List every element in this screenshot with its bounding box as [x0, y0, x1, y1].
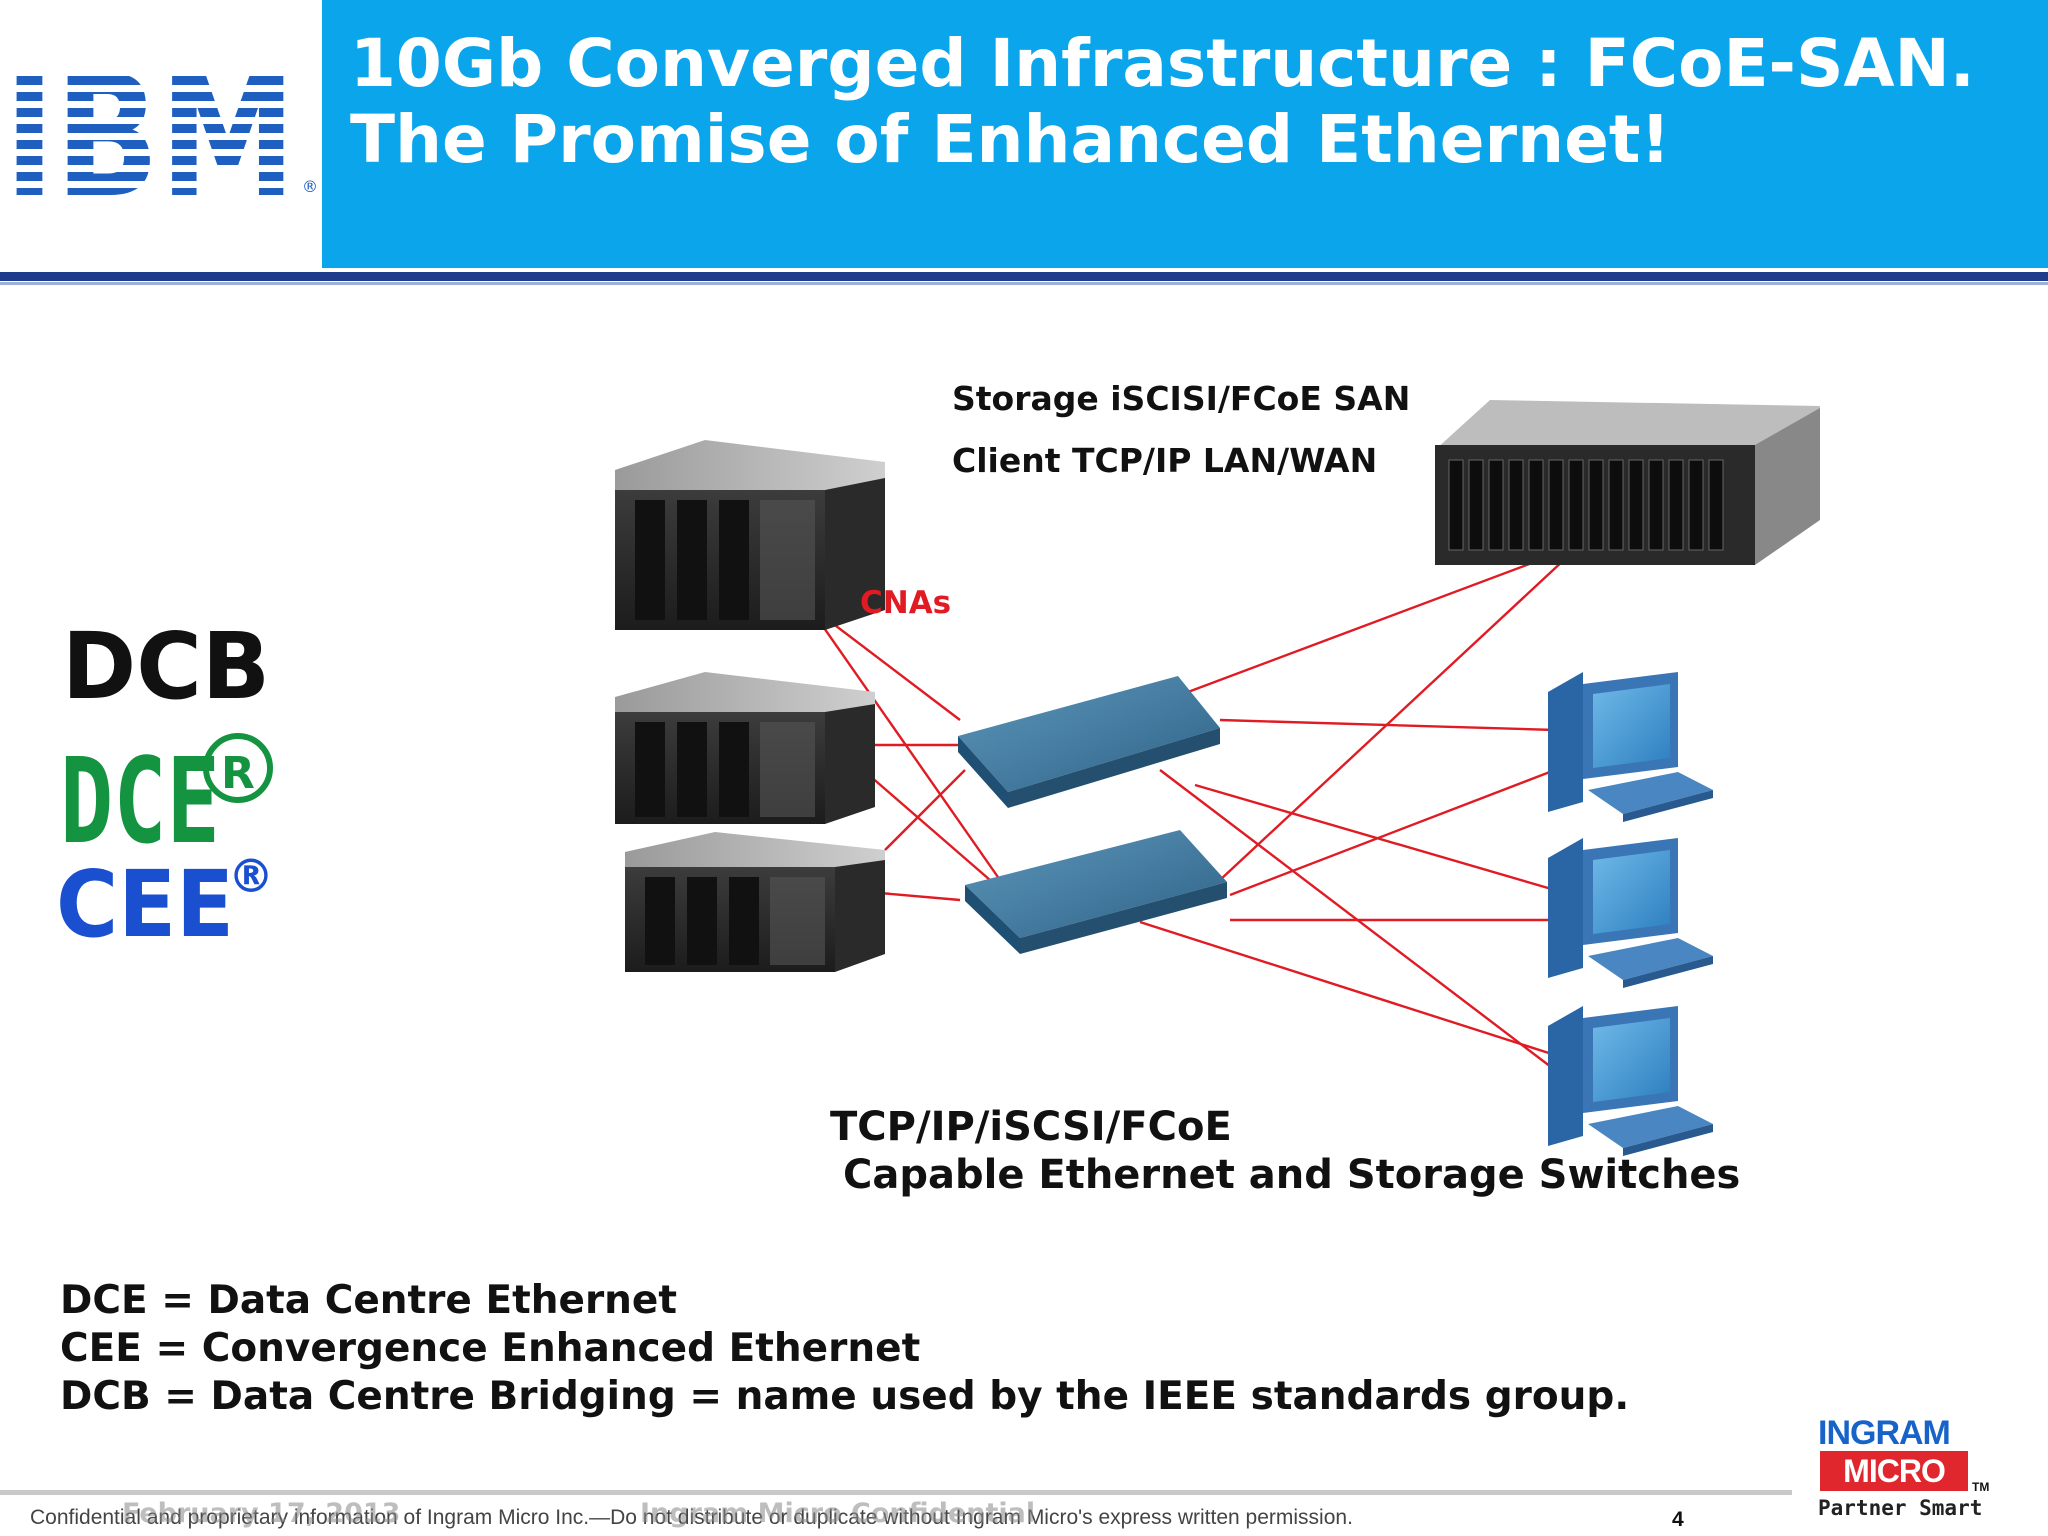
dce-registered-symbol: R — [221, 748, 255, 799]
link — [879, 891, 961, 902]
ingram-logo-tagline: Partner Smart — [1818, 1496, 1983, 1520]
server — [625, 832, 885, 972]
cna-label: CNAs — [860, 585, 951, 621]
page-title: 10Gb Converged Infrastructure : FCoE-SAN… — [350, 25, 1975, 178]
link — [1229, 768, 1556, 897]
footer-watermark: Ingram Micro Confidential — [640, 1498, 1036, 1529]
definition-dcb: DCB = Data Centre Bridging = name used b… — [60, 1374, 1630, 1419]
definition-cee: CEE = Convergence Enhanced Ethernet — [60, 1326, 921, 1371]
ingram-logo-top: INGRAM — [1818, 1414, 1951, 1452]
switch-label-line1: TCP/IP/iSCSI/FCoE — [830, 1104, 1232, 1150]
cee-logo: CEE — [56, 851, 234, 958]
footer-date: February 17, 2013 — [122, 1498, 401, 1529]
switch — [958, 676, 1220, 808]
header-divider — [0, 272, 2048, 281]
cee-registered: ® — [228, 849, 274, 903]
network-links — [814, 543, 1581, 1071]
link — [1219, 544, 1581, 881]
server — [615, 672, 875, 824]
switch-label-line2: Capable Ethernet and Storage Switches — [843, 1152, 1740, 1198]
definition-dce: DCE = Data Centre Ethernet — [60, 1278, 678, 1323]
ingram-logo-box: MICRO — [1820, 1451, 1968, 1491]
switch — [965, 830, 1227, 954]
link — [814, 614, 1001, 881]
link — [884, 769, 966, 851]
title-bar — [322, 0, 2048, 268]
server — [615, 440, 885, 630]
footer-divider — [0, 1490, 1792, 1495]
footer-confidential-notice: Confidential and proprietary information… — [30, 1506, 1353, 1529]
client-computer — [1548, 838, 1713, 988]
header-divider-thin — [0, 282, 2048, 285]
dce-logo: DCE — [60, 732, 220, 870]
dcb-logo: DCB — [62, 613, 270, 720]
svg-text:®: ® — [302, 177, 318, 196]
client-computer — [1548, 672, 1713, 822]
page-number: 4 — [1672, 1508, 1684, 1531]
client-label: Client TCP/IP LAN/WAN — [952, 441, 1377, 480]
link — [1139, 920, 1556, 1057]
storage-array — [1435, 400, 1820, 565]
link — [814, 609, 961, 721]
link — [1179, 543, 1581, 697]
dce-registered-mark — [203, 733, 273, 803]
client-computer — [1548, 1006, 1713, 1156]
link — [1194, 783, 1556, 892]
ingram-logo-tm: TM — [1972, 1480, 1990, 1494]
link — [1219, 718, 1556, 732]
storage-label: Storage iSCISI/FCoE SAN — [952, 379, 1410, 418]
